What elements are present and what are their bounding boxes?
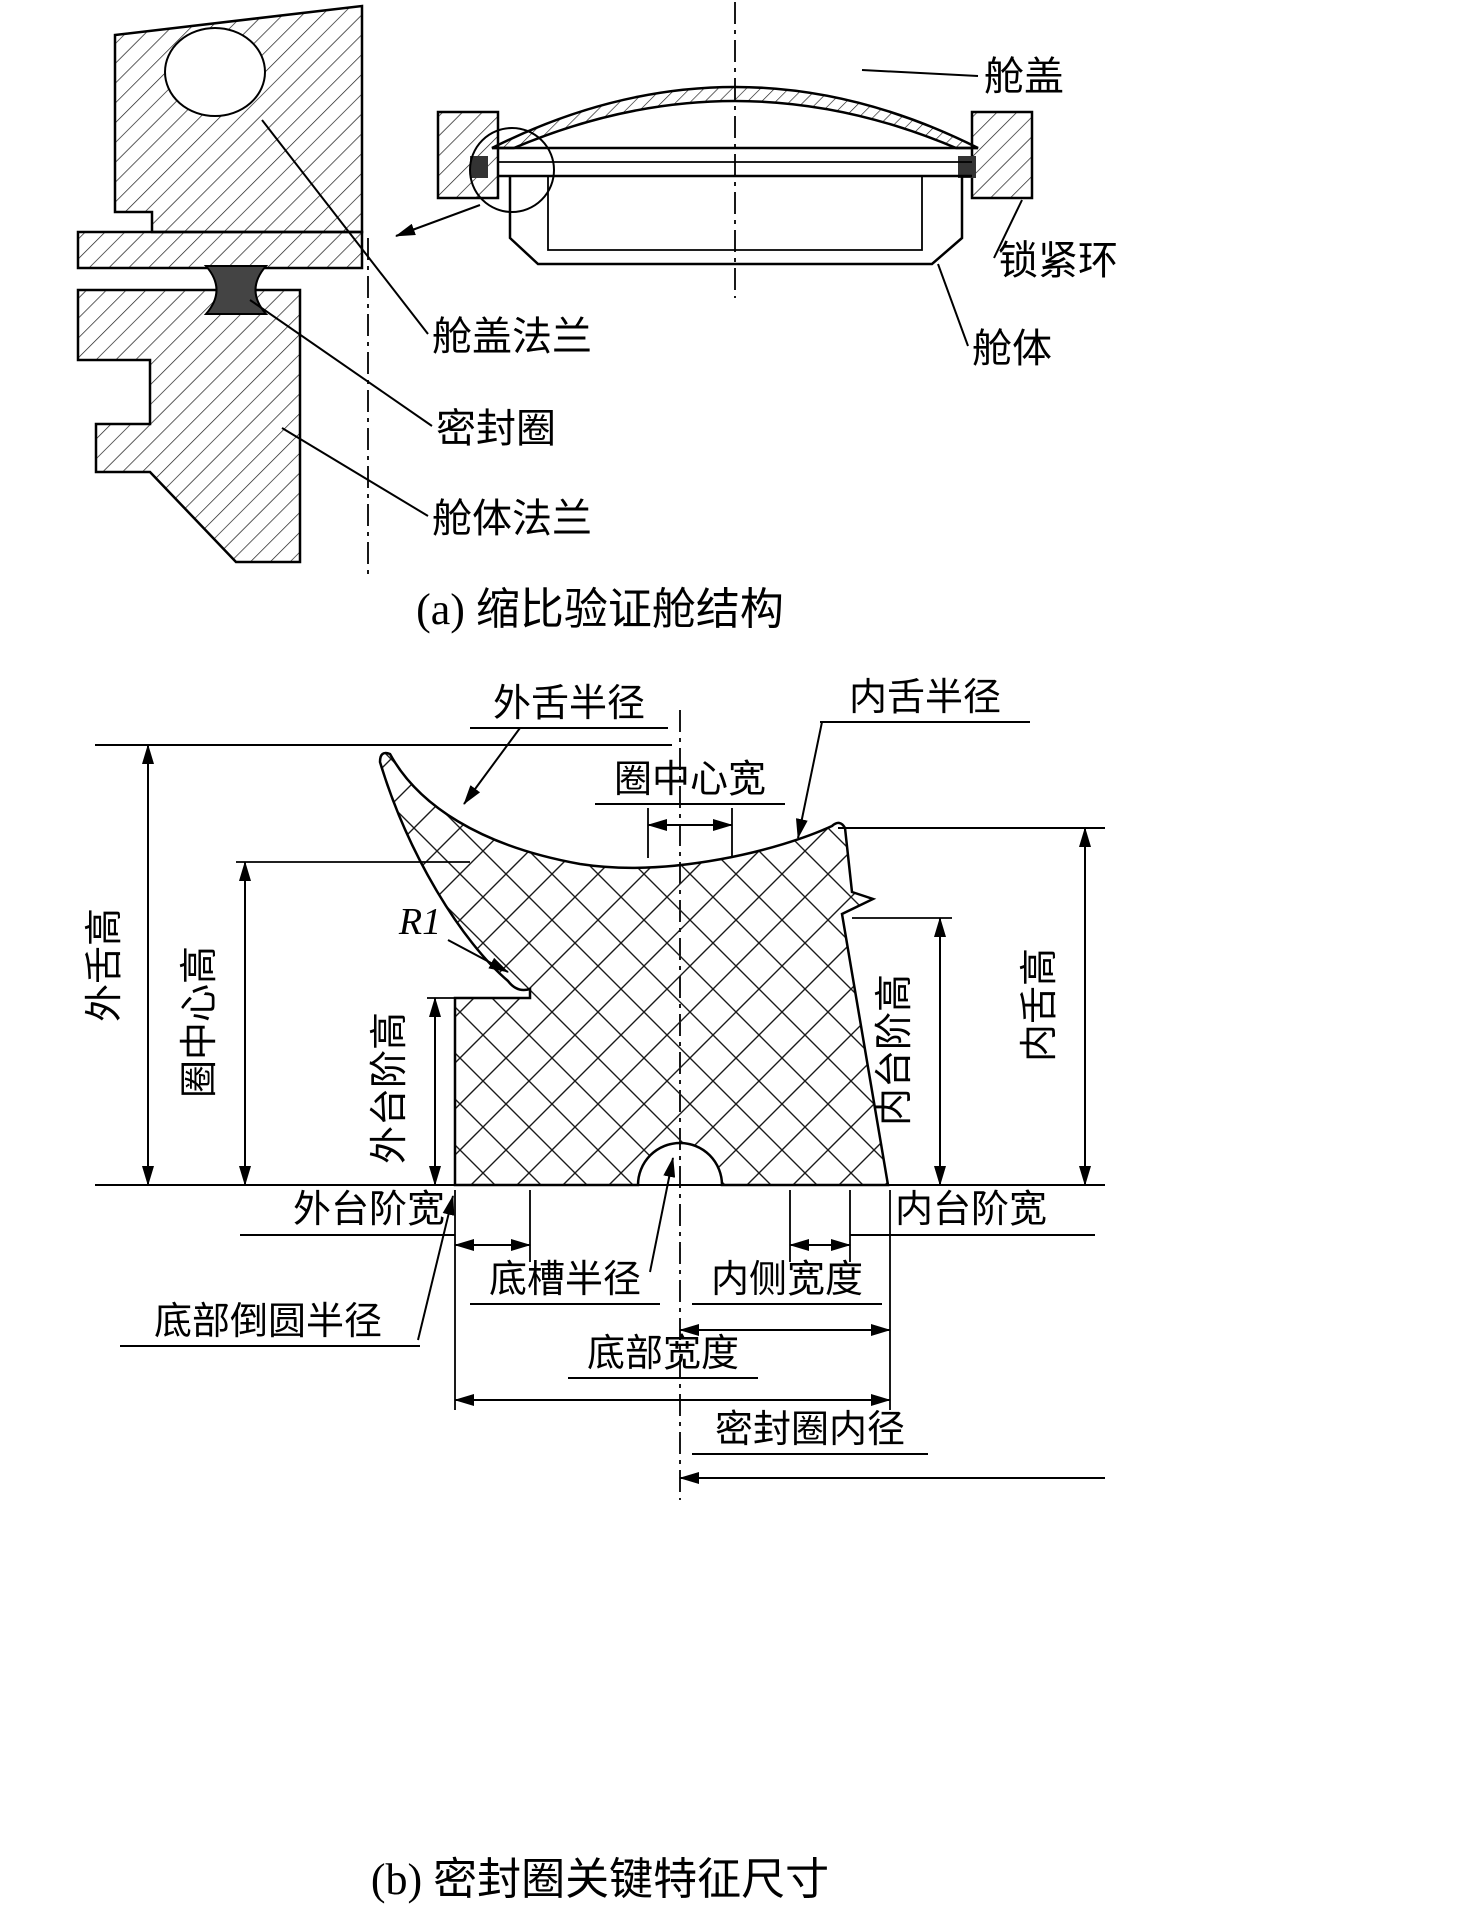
leader-r1 <box>447 939 509 973</box>
panel-a-leaders <box>249 69 1023 517</box>
label-inner-step-height: 内台阶高 <box>874 974 916 1126</box>
cover-cavity <box>164 27 266 117</box>
leader-body-flange <box>281 427 429 517</box>
panel-a: 舱盖 锁紧环 舱体 舱盖法兰 密封圈 舱体法兰 (a) 缩比验证舱结构 <box>76 2 1118 634</box>
locking-ring-left <box>436 110 500 200</box>
label-locking-ring: 锁紧环 <box>998 238 1118 283</box>
label-outer-step-height: 外台阶高 <box>369 1012 411 1164</box>
label-capsule-body: 舱体 <box>972 326 1052 371</box>
panel-a-labels: 舱盖 锁紧环 舱体 舱盖法兰 密封圈 舱体法兰 (a) 缩比验证舱结构 <box>416 54 1118 634</box>
label-hatch-cover: 舱盖 <box>984 54 1064 99</box>
leader-arrows <box>417 721 823 1341</box>
capsule-body-inner <box>547 176 923 251</box>
label-bottom-fillet-radius: 底部倒圆半径 <box>154 1301 382 1343</box>
panel-b-caption: (b) 密封圈关键特征尺寸 <box>371 1855 829 1904</box>
leader-seal-ring <box>249 299 433 427</box>
right-assembly-view <box>395 2 1034 298</box>
leader-hatch-cover <box>861 69 979 77</box>
label-ring-center-height: 圈中心高 <box>179 946 221 1098</box>
detail-circle <box>469 127 555 213</box>
label-seal-inner-diameter: 密封圈内径 <box>715 1409 905 1451</box>
label-r1: R1 <box>398 901 441 943</box>
leader-locking-ring <box>993 199 1023 259</box>
left-section-view <box>76 4 369 575</box>
seal-ring-section <box>203 265 269 315</box>
detail-arrow <box>395 204 481 237</box>
panel-a-caption: (a) 缩比验证舱结构 <box>416 585 784 634</box>
body-flange-lower-block <box>76 288 302 564</box>
panel-b: 外舌半径 内舌半径 圈中心宽 R1 外台阶宽 内台阶宽 底槽半径 内侧宽度 底部… <box>84 677 1105 1904</box>
leader-bottom-groove-radius <box>649 1157 676 1273</box>
label-ring-center-width: 圈中心宽 <box>614 759 766 801</box>
label-inner-tongue-height: 内舌高 <box>1019 948 1061 1062</box>
label-bottom-groove-radius: 底槽半径 <box>489 1259 641 1301</box>
leader-outer-tongue-radius <box>463 727 521 805</box>
label-inner-step-width: 内台阶宽 <box>895 1189 1047 1231</box>
cover-flange-plate <box>76 230 364 270</box>
label-underlines <box>120 721 1095 1455</box>
dimension-lines <box>142 744 1105 1484</box>
leader-bottom-fillet-radius <box>417 1195 455 1341</box>
seal-ring-profile <box>378 751 890 1187</box>
panel-b-labels: 外舌半径 内舌半径 圈中心宽 R1 外台阶宽 内台阶宽 底槽半径 内侧宽度 底部… <box>154 677 1047 1451</box>
label-outer-tongue-height: 外舌高 <box>84 908 126 1022</box>
label-bottom-width: 底部宽度 <box>587 1333 739 1375</box>
label-seal-ring: 密封圈 <box>436 406 556 451</box>
label-inner-tongue-radius: 内舌半径 <box>849 677 1001 719</box>
label-outer-step-width: 外台阶宽 <box>293 1189 445 1231</box>
label-inner-side-width: 内侧宽度 <box>711 1259 863 1301</box>
label-outer-tongue-radius: 外舌半径 <box>493 683 645 725</box>
panel-b-vertical-labels: 外舌高 圈中心高 外台阶高 内台阶高 内舌高 <box>84 908 1061 1164</box>
label-body-flange: 舱体法兰 <box>432 496 592 541</box>
leader-capsule-body <box>937 263 969 347</box>
seal-section-right <box>958 156 976 178</box>
leader-cover-flange <box>261 119 429 335</box>
capsule-body-outer <box>508 176 964 266</box>
leader-inner-tongue-radius <box>795 721 823 839</box>
seal-section-left <box>470 156 488 178</box>
label-cover-flange: 舱盖法兰 <box>432 314 592 359</box>
locking-ring-right <box>970 110 1034 200</box>
